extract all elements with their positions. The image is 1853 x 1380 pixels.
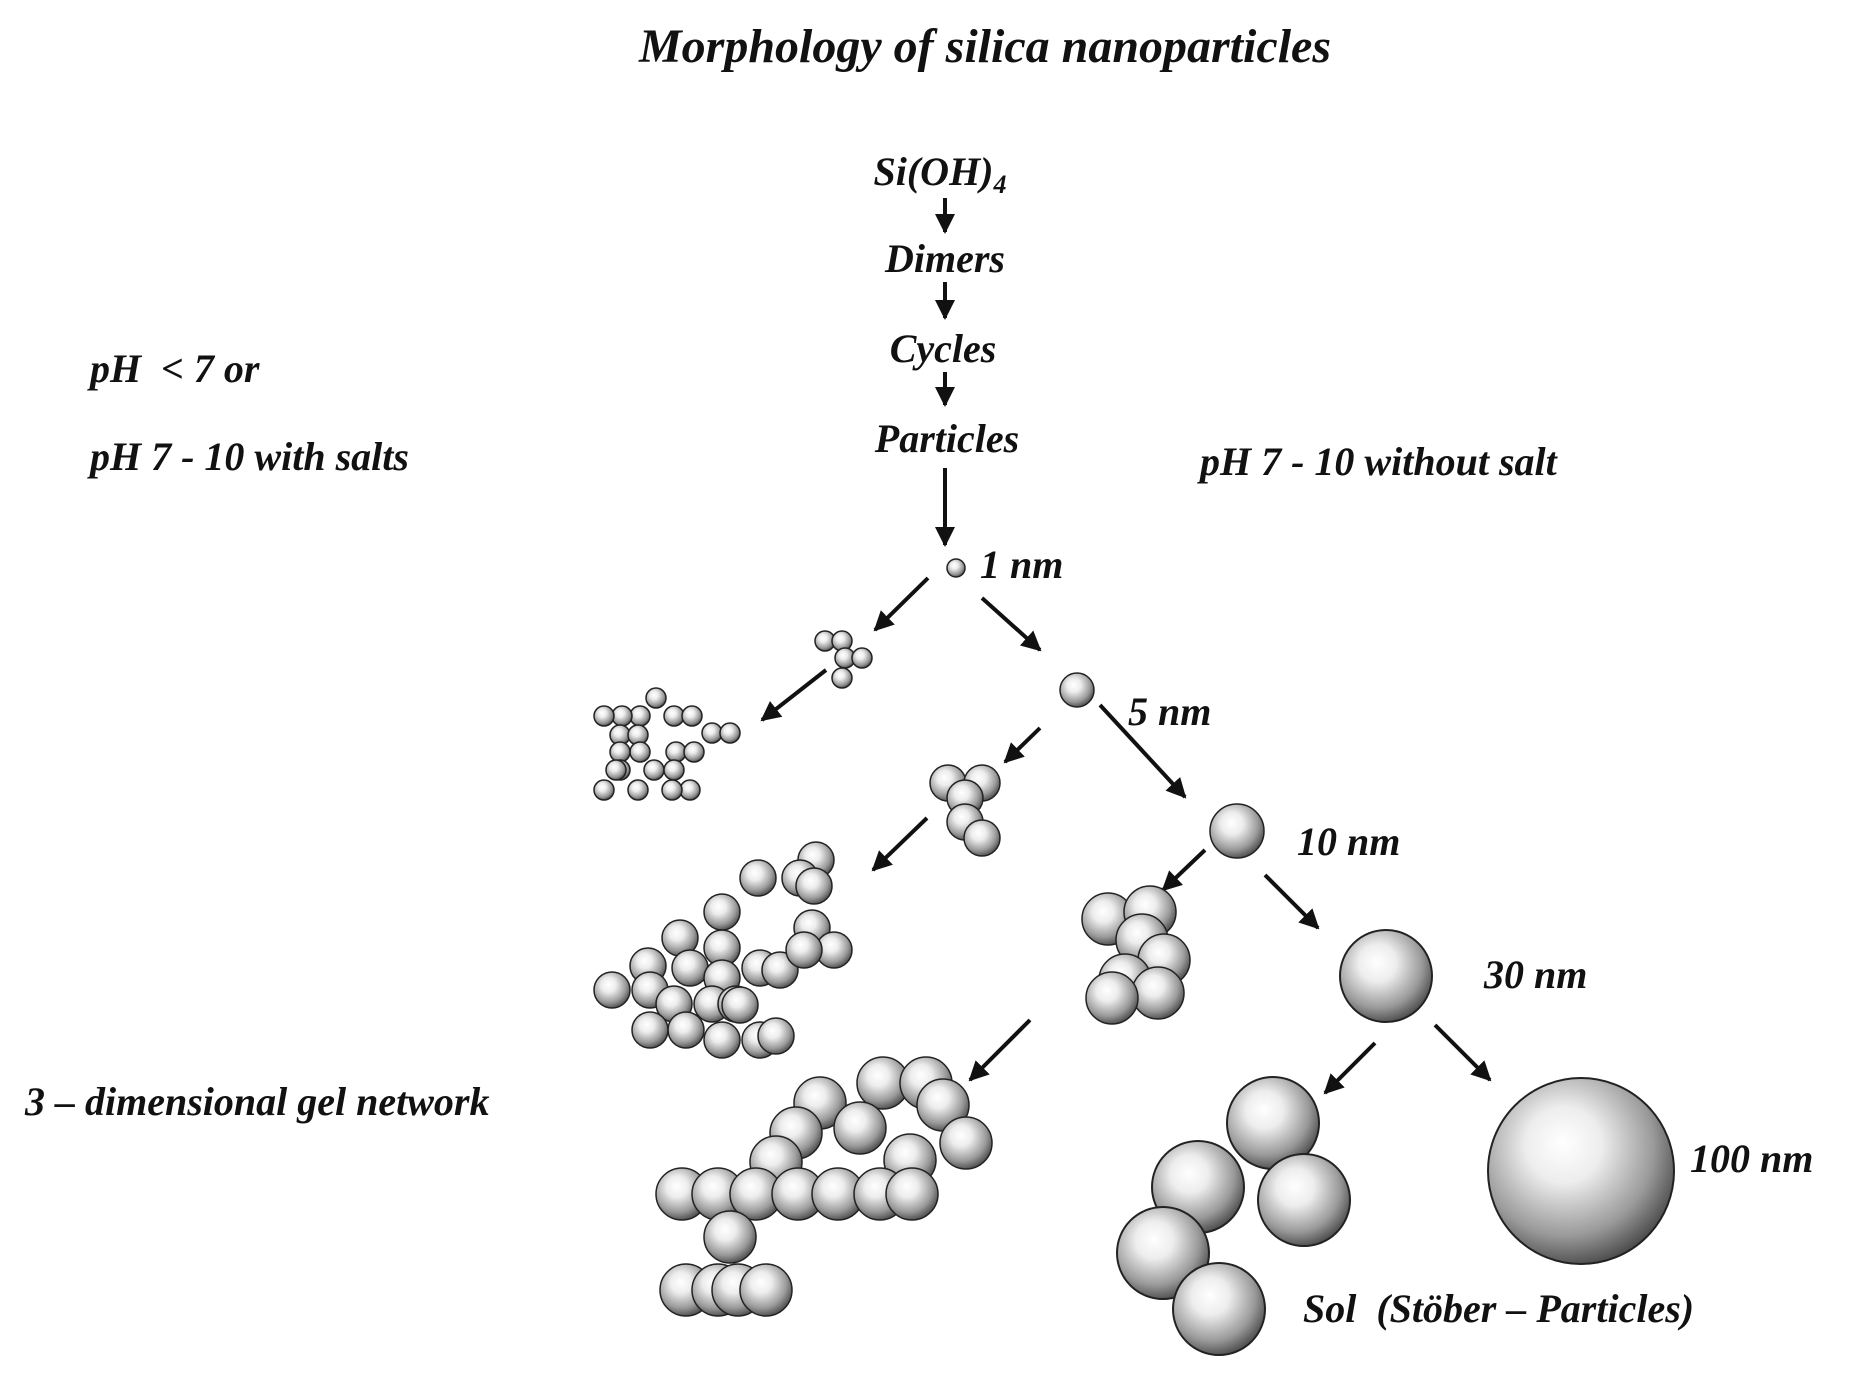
arrow-30nm-to-100nm bbox=[1433, 1023, 1492, 1082]
particle-gel-5nm bbox=[739, 859, 777, 897]
particle-gel-1nm bbox=[645, 687, 667, 709]
condition-left-line2: pH 7 - 10 with salts bbox=[87, 434, 409, 479]
particle-sol bbox=[1172, 1262, 1266, 1356]
particle-gel-10nm bbox=[739, 1263, 793, 1317]
particle-cluster-10nm bbox=[1085, 971, 1139, 1025]
particle-gel-5nm bbox=[671, 949, 709, 987]
gel-network-label: 3 – dimensional gel network bbox=[24, 1079, 490, 1124]
dimers-label: Dimers bbox=[884, 236, 1005, 281]
particle-gel-10nm bbox=[833, 1101, 887, 1155]
particle-gel-1nm bbox=[605, 759, 627, 781]
particle-gel-5nm bbox=[757, 1017, 795, 1055]
particle-gel-5nm bbox=[703, 893, 741, 931]
particle-gel-10nm bbox=[939, 1116, 993, 1170]
particle-gel-5nm bbox=[631, 1011, 669, 1049]
condition-right: pH 7 - 10 without salt bbox=[1197, 439, 1559, 484]
sphere-100nm bbox=[1487, 1077, 1675, 1265]
particle-gel-5nm bbox=[593, 971, 631, 1009]
particle-gel-1nm bbox=[679, 779, 701, 801]
diagram-title: Morphology of silica nanoparticles bbox=[638, 20, 1331, 73]
sphere-30nm bbox=[1339, 929, 1433, 1023]
size-label-1nm: 1 nm bbox=[980, 542, 1063, 587]
particle-gel-1nm bbox=[609, 741, 631, 763]
particle-gel-1nm bbox=[643, 759, 665, 781]
particle-gel-1nm bbox=[627, 779, 649, 801]
cycles-label: Cycles bbox=[890, 326, 997, 371]
spheres-group bbox=[593, 558, 1675, 1356]
particle-sol bbox=[1257, 1153, 1351, 1247]
size-label-30nm: 30 nm bbox=[1483, 952, 1587, 997]
particle-gel-1nm bbox=[593, 779, 615, 801]
particle-cluster-10nm bbox=[1131, 966, 1185, 1020]
condition-left-line1: pH < 7 or bbox=[87, 346, 260, 391]
particle-gel-1nm bbox=[681, 705, 703, 727]
particle-gel-10nm bbox=[885, 1167, 939, 1221]
arrow-1nm-to-small-cluster bbox=[873, 576, 930, 632]
particle-gel-1nm bbox=[663, 759, 685, 781]
arrow-5nm-to-cluster bbox=[1003, 726, 1042, 764]
particle-gel-1nm bbox=[629, 741, 651, 763]
sphere-10nm bbox=[1209, 803, 1265, 859]
particle-gel-1nm bbox=[683, 741, 705, 763]
particle-gel-5nm bbox=[667, 1011, 705, 1049]
particle-small-cluster bbox=[831, 667, 853, 689]
sphere-1nm bbox=[946, 558, 966, 578]
sphere-5nm bbox=[1059, 672, 1095, 708]
sol-stober-label: Sol (Stöber – Particles) bbox=[1303, 1286, 1694, 1331]
size-label-5nm: 5 nm bbox=[1128, 689, 1211, 734]
particle-gel-1nm bbox=[719, 722, 741, 744]
particle-gel-10nm bbox=[703, 1210, 757, 1264]
particle-gel-5nm bbox=[785, 931, 823, 969]
particle-gel-5nm bbox=[721, 986, 759, 1024]
monomer-subscript: 4 bbox=[993, 170, 1007, 199]
size-label-10nm: 10 nm bbox=[1297, 819, 1400, 864]
arrows-group bbox=[760, 198, 1492, 1095]
arrow-cluster10-to-gel-10nm bbox=[968, 1018, 1032, 1082]
particle-gel-1nm bbox=[593, 705, 615, 727]
arrow-10nm-to-30nm bbox=[1263, 873, 1320, 930]
arrow-30nm-to-sol bbox=[1323, 1041, 1377, 1095]
particle-gel-5nm bbox=[703, 1021, 741, 1059]
arrow-small-cluster-to-gel-1nm bbox=[760, 668, 828, 722]
particle-gel-1nm bbox=[611, 705, 633, 727]
monomer-text: Si(OH) bbox=[874, 149, 994, 194]
arrow-10nm-to-cluster bbox=[1161, 848, 1207, 892]
particle-gel-1nm bbox=[629, 705, 651, 727]
arrow-cluster5-to-gel-5nm bbox=[871, 816, 929, 872]
particle-gel-1nm bbox=[663, 705, 685, 727]
particle-cluster-5nm bbox=[963, 819, 1001, 857]
particle-gel-1nm bbox=[701, 722, 723, 744]
particle-gel-1nm bbox=[665, 741, 687, 763]
particle-small-cluster bbox=[851, 647, 873, 669]
particles-label: Particles bbox=[874, 416, 1019, 461]
arrow-5nm-to-10nm bbox=[1098, 703, 1187, 799]
arrow-1nm-to-5nm bbox=[980, 596, 1042, 652]
particle-gel-1nm bbox=[661, 779, 683, 801]
particle-gel-5nm bbox=[795, 867, 833, 905]
size-label-100nm: 100 nm bbox=[1690, 1136, 1813, 1181]
monomer-label: Si(OH)4 bbox=[874, 149, 1007, 199]
